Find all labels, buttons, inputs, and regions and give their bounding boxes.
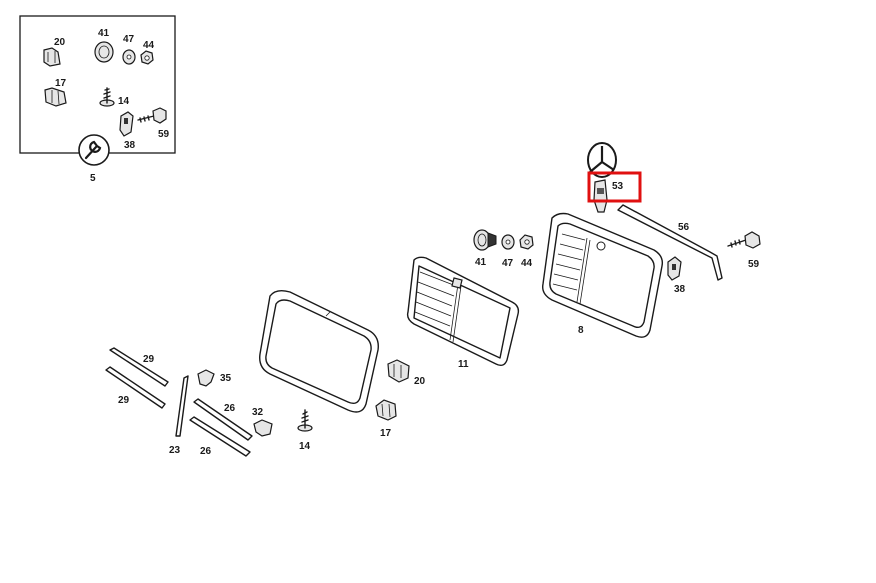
inset-label-38: 38 (124, 140, 136, 151)
grille-11[interactable] (406, 256, 520, 367)
clip-38[interactable] (667, 256, 682, 281)
label-29b: 29 (118, 395, 130, 406)
label-47: 47 (502, 258, 514, 269)
bolt-59[interactable] (727, 231, 761, 249)
screw-14[interactable] (297, 409, 313, 432)
clip-20[interactable] (43, 47, 61, 67)
label-11: 11 (458, 359, 469, 370)
trim-strip-26a[interactable] (193, 398, 253, 441)
label-14: 14 (299, 441, 311, 452)
label-17: 17 (380, 428, 392, 439)
washer-47[interactable] (122, 49, 136, 65)
nut-44[interactable] (519, 234, 534, 250)
support-rod-56[interactable] (617, 204, 723, 281)
label-8: 8 (578, 325, 584, 336)
grommet-41[interactable] (94, 41, 114, 63)
clip-38[interactable] (119, 111, 134, 137)
star-emblem[interactable] (587, 142, 617, 178)
clip-17[interactable] (44, 87, 67, 107)
label-26b: 26 (200, 446, 212, 457)
wrench-icon (78, 134, 110, 166)
grille-8[interactable] (542, 212, 664, 338)
label-53: 53 (612, 181, 624, 192)
label-56: 56 (678, 222, 690, 233)
inset-label-59: 59 (158, 129, 170, 140)
trim-strip-26b[interactable] (189, 416, 251, 457)
grille-frame[interactable] (259, 289, 379, 413)
inset-label-47: 47 (123, 34, 135, 45)
clip-35[interactable] (197, 369, 215, 387)
label-44: 44 (521, 258, 533, 269)
clip-20[interactable] (387, 359, 410, 383)
label-20: 20 (414, 376, 426, 387)
emblem-holder-53[interactable] (593, 179, 608, 213)
inset-label-20: 20 (54, 37, 66, 48)
washer-47[interactable] (501, 234, 515, 250)
label-29a: 29 (143, 354, 155, 365)
trim-strip-29a[interactable] (109, 347, 169, 387)
nut-44[interactable] (140, 50, 154, 65)
clip-17[interactable] (375, 399, 397, 421)
inset-label-41: 41 (98, 28, 110, 39)
label-59: 59 (748, 259, 760, 270)
screw-14[interactable] (99, 87, 115, 107)
inset-label-17: 17 (55, 78, 67, 89)
inset-label-44: 44 (143, 40, 155, 51)
label-35: 35 (220, 373, 232, 384)
grommet-41[interactable] (473, 229, 497, 251)
inset-box: 20 41 47 44 17 14 (19, 15, 176, 184)
label-32: 32 (252, 407, 264, 418)
label-23: 23 (169, 445, 181, 456)
clip-32[interactable] (253, 419, 273, 437)
inset-label-5: 5 (90, 173, 96, 184)
label-26a: 26 (224, 403, 236, 414)
label-41: 41 (475, 257, 487, 268)
trim-strip-29b[interactable] (105, 366, 166, 409)
label-38: 38 (674, 284, 686, 295)
inset-label-14: 14 (118, 96, 130, 107)
highlight-box-53 (587, 171, 642, 203)
side-trim-23[interactable] (175, 375, 189, 437)
bolt-59[interactable] (137, 107, 167, 124)
